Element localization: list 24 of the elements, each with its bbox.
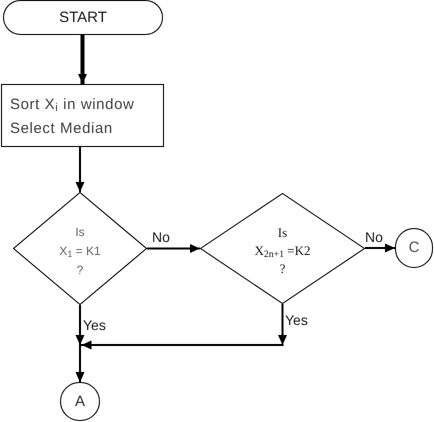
question-text: ? <box>76 262 84 278</box>
arrow <box>76 304 287 382</box>
decision-diamond <box>200 193 365 304</box>
question-text: X$_{2n+1}$ =K2 <box>254 242 310 260</box>
arrow <box>76 147 84 192</box>
step-text: Sort X$_{i}$ in window <box>10 94 134 116</box>
process-box <box>1 84 164 147</box>
start-terminal <box>3 0 163 35</box>
question-text: Is <box>75 224 85 240</box>
question-text: X$_{1}$ = K1 <box>59 242 101 260</box>
arrow <box>365 244 395 252</box>
decision-diamond <box>13 192 147 305</box>
arrow <box>147 244 200 253</box>
connector-label: A <box>74 392 85 410</box>
question-text: Is <box>278 224 288 242</box>
question-text: ? <box>280 260 286 278</box>
edge-label: Yes <box>82 317 107 333</box>
arrow <box>78 35 87 84</box>
step-text: Select Median <box>10 118 113 138</box>
edge-label: No <box>364 229 384 245</box>
edge-label: No <box>151 229 171 245</box>
edge-label: Yes <box>284 312 309 328</box>
connector-label: C <box>408 239 420 257</box>
terminal-label: START <box>59 9 107 26</box>
